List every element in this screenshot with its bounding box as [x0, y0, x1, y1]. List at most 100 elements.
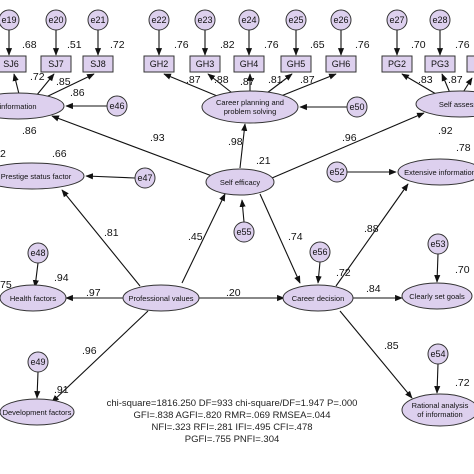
- coef-label: .96: [342, 132, 357, 144]
- error-circle-e28: [429, 9, 451, 31]
- latent-label-rational-2: of information: [417, 410, 462, 419]
- coef-label: .81: [268, 74, 283, 86]
- arrow-sa-pg2: [401, 73, 437, 95]
- coef-label: .86: [70, 87, 85, 99]
- latent-label-information: information: [0, 102, 37, 111]
- error-circle-e55: [233, 221, 255, 243]
- latent-self-efficacy: [205, 168, 275, 196]
- observed-label: GH6: [332, 59, 351, 69]
- coef-label: .88: [214, 74, 229, 86]
- arrow-pv-dev: [51, 310, 149, 403]
- error-circle-e53: [427, 233, 449, 255]
- latent-rational-analysis: [401, 393, 474, 427]
- error-terms: [0, 9, 451, 373]
- coef-label: .81: [104, 227, 119, 239]
- coef-label: .72: [110, 39, 125, 51]
- coef-label: .94: [54, 272, 69, 284]
- error-label: e56: [312, 247, 327, 257]
- arrow-se-sa: [271, 112, 425, 179]
- coef-label: .21: [256, 155, 271, 167]
- arrow-pv-se: [181, 193, 226, 284]
- error-label: e54: [430, 349, 445, 359]
- coef-label: .72: [336, 267, 351, 279]
- coefficient-labels: .68 .51 .72 .72 .85 .86 .76 .82 .76 .65 …: [0, 39, 471, 396]
- arrow-cd-ext: [335, 183, 409, 287]
- coef-label: .87: [186, 74, 201, 86]
- coef-label: .82: [220, 39, 235, 51]
- latent-label-career-planning-1: Career planning and: [216, 98, 284, 107]
- observed-box-pg3: [424, 55, 456, 73]
- coef-label: .76: [455, 39, 470, 51]
- latent-label-extensive: Extensive information: [404, 168, 474, 177]
- latent-label-self-efficacy: Self efficacy: [220, 178, 261, 187]
- error-circle-e48: [27, 242, 49, 264]
- error-labels: e19 e20 e21 e22 e23 e24 e25 e26 e27 e28 …: [1, 15, 447, 367]
- coef-label: .98: [228, 136, 243, 148]
- error-label: e47: [137, 173, 152, 183]
- latent-label-health: Health factors: [10, 294, 57, 303]
- error-circle-e27: [386, 9, 408, 31]
- fit-line-2: GFI=.838 AGFI=.820 RMR=.069 RMSEA=.044: [134, 410, 331, 421]
- coef-label: .93: [150, 132, 165, 144]
- error-circle-e56: [309, 241, 331, 263]
- latent-clearly-set-goals: [401, 282, 473, 310]
- coef-label: .85: [384, 340, 399, 352]
- coef-label: .45: [188, 231, 203, 243]
- coef-label: 2: [0, 148, 6, 160]
- latent-label-career-decision: Career decision: [292, 294, 345, 303]
- error-label: e19: [1, 15, 16, 25]
- observed-box-gh2: [143, 55, 175, 73]
- arrow-se-cd: [259, 193, 301, 284]
- coef-label: .72: [30, 71, 45, 83]
- coef-label: .76: [264, 39, 279, 51]
- observed-box-sj7: [40, 55, 72, 73]
- observed-box-gh3: [189, 55, 221, 73]
- latent-career-decision: [282, 284, 354, 312]
- observed-box-gh6: [325, 55, 357, 73]
- latent-self-assess: [415, 90, 474, 118]
- arrow-e54-rat: [434, 363, 441, 394]
- observed-box-sj6: [0, 55, 27, 73]
- latent-label-development: Development factors: [3, 408, 72, 417]
- observed-label: PG3: [431, 59, 449, 69]
- coef-label: .97: [86, 287, 101, 299]
- latent-information: [0, 92, 65, 120]
- arrow-e49-dev: [34, 371, 41, 399]
- error-label: e49: [30, 357, 45, 367]
- error-label: e52: [329, 167, 344, 177]
- latent-prestige: [0, 162, 85, 190]
- error-circle-e54: [427, 343, 449, 365]
- error-label: e50: [349, 102, 364, 112]
- coef-label: .91: [54, 384, 69, 396]
- latent-label-self-assess: Self assess: [439, 100, 474, 109]
- error-label: e55: [236, 227, 251, 237]
- observed-box-gh4: [233, 55, 265, 73]
- latent-label-professional-values: Professional values: [128, 294, 193, 303]
- latent-professional-values: [122, 284, 200, 312]
- error-label: e28: [432, 15, 447, 25]
- coef-label: .76: [174, 39, 189, 51]
- error-label: e24: [241, 15, 256, 25]
- error-circle-e19: [0, 9, 20, 31]
- error-circle-e49: [27, 351, 49, 373]
- error-label: e25: [288, 15, 303, 25]
- latent-label-prestige: Prestige status factor: [1, 172, 72, 181]
- fit-line-1: chi-square=1816.250 DF=933 chi-square/DF…: [107, 398, 358, 409]
- coef-label: .65: [310, 39, 325, 51]
- error-label: e53: [430, 239, 445, 249]
- coef-label: .87: [240, 76, 255, 88]
- arrow-cp-gh2: [163, 73, 223, 99]
- error-label: e22: [151, 15, 166, 25]
- latent-labels: information Career planning and problem …: [0, 98, 474, 419]
- error-circle-e20: [45, 9, 67, 31]
- error-circle-e22: [148, 9, 170, 31]
- latent-label-rational-1: Rational analysis: [412, 401, 469, 410]
- fit-line-3: NFI=.323 RFI=.281 IFI=.495 CFI=.478: [151, 422, 312, 433]
- arrow-se-cp: [239, 123, 248, 169]
- arrow-e53-clear: [434, 253, 441, 283]
- error-circle-e26: [330, 9, 352, 31]
- coef-label: .85: [56, 76, 71, 88]
- coef-label: .83: [418, 74, 433, 86]
- latent-label-clearly-set-goals: Clearly set goals: [409, 292, 465, 301]
